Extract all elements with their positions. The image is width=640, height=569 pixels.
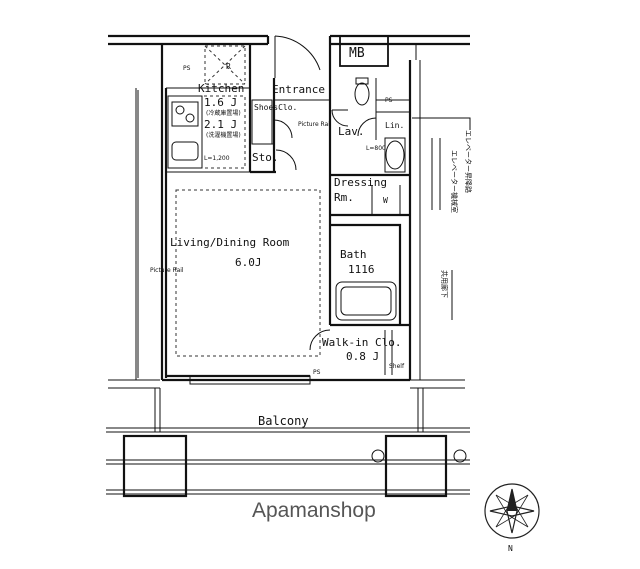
stove	[171, 101, 199, 127]
walk-in-closet-name: Walk-in Clo.	[322, 336, 401, 349]
balcony-structure	[106, 379, 470, 498]
entrance-name: Entrance	[272, 83, 325, 96]
compass-north-label: N	[508, 544, 513, 553]
picture-rail-entrance: Picture Rail	[298, 121, 332, 128]
walk-in-closet-shelf: Shelf	[389, 363, 405, 370]
walk-in-closet-size: 0.8 J	[346, 350, 379, 363]
shoes-closet-area	[251, 99, 297, 171]
living-room-rug	[175, 189, 321, 357]
kitchen-counter	[167, 95, 246, 169]
apamanshop-watermark: Apamanshop	[252, 499, 376, 522]
vertical-note-1: エレベーター昇降路	[464, 130, 473, 193]
washer-mark: W	[383, 196, 388, 205]
living-dining-size: 6.0J	[235, 256, 262, 269]
vertical-note-3: 共用廊下	[440, 270, 449, 298]
kitchen-note-2: (洗濯機置場)	[206, 131, 241, 139]
picture-rail-living: Picture Rail	[150, 267, 184, 274]
entrance-door	[266, 35, 332, 78]
kitchen-size-1: 1.6 J	[204, 96, 237, 109]
living-dining-name: Living/Dining Room	[170, 236, 290, 249]
toilet	[354, 77, 370, 106]
bath-name: Bath	[340, 248, 367, 261]
kitchen-note-1: (冷蔵庫置場)	[206, 109, 241, 117]
storage-name: Sto.	[252, 151, 279, 164]
kitchen-size-2: 2.1 J	[204, 118, 237, 131]
lavatory-width: L=800	[366, 145, 386, 152]
vertical-note-2: エレベーター機械室	[450, 150, 459, 213]
lavatory-name: Lav.	[338, 125, 365, 138]
meter-box-label: MB	[349, 46, 365, 61]
refrigerator: R	[204, 45, 246, 85]
kitchen-name: Kitchen	[198, 82, 244, 95]
room-labels: Kitchen 1.6 J (冷蔵庫置場) 2.1 J (洗濯機置場) L=1,…	[150, 65, 405, 428]
laundry-name: Lin.	[385, 121, 404, 130]
closet-door	[309, 329, 331, 351]
balcony-name: Balcony	[258, 414, 309, 428]
ps-label-1: PS	[183, 65, 191, 72]
compass-icon: N	[484, 483, 540, 553]
shoes-closet-name: ShoesClo.	[254, 103, 297, 112]
counter-width: L=1,200	[204, 155, 230, 162]
sink	[171, 141, 199, 161]
lavatory-door	[331, 109, 377, 137]
bathtub	[335, 281, 397, 321]
dressing-name: Dressing	[334, 176, 387, 189]
meter-box	[339, 35, 389, 67]
wash-basin	[384, 137, 406, 173]
ps-label-2: PS	[385, 97, 393, 104]
dressing-rm: Rm.	[334, 191, 354, 204]
bath-size: 1116	[348, 263, 375, 276]
vertical-notes: エレベーター昇降路 エレベーター機械室 共用廊下	[412, 117, 473, 320]
refrigerator-label: R	[226, 62, 231, 71]
ps-label-3: PS	[313, 369, 321, 376]
balcony-window	[189, 375, 311, 385]
